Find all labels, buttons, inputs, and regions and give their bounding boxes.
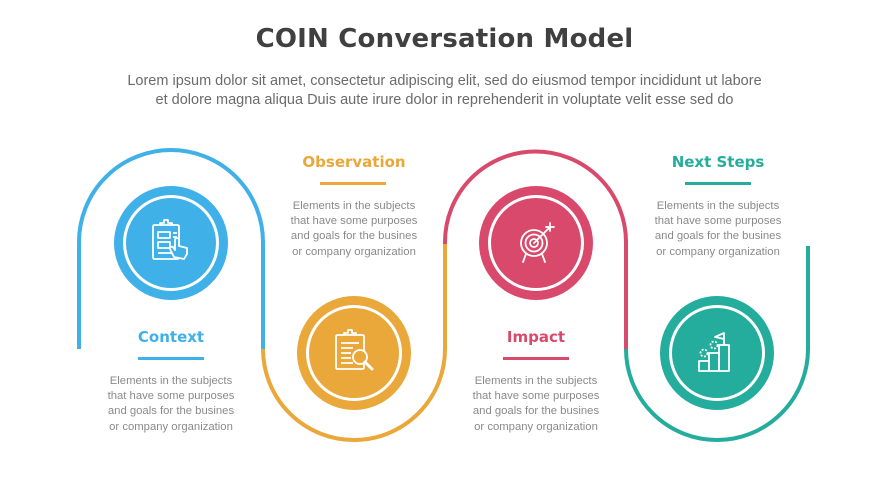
next-steps-description: Elements in the subjects that have some … — [654, 200, 782, 258]
impact-description: Elements in the subjects that have some … — [472, 375, 600, 433]
context-arch — [77, 148, 265, 349]
impact-title: Impact — [506, 328, 566, 346]
context-icon-circle — [114, 186, 228, 300]
impact-underline — [503, 357, 569, 360]
next-steps-underline — [685, 182, 751, 185]
page-title: COIN Conversation Model — [255, 24, 634, 54]
clipboard-magnifier-icon — [335, 329, 374, 371]
podium-flag-icon — [698, 332, 730, 372]
impact-icon-circle — [479, 186, 593, 300]
subtitle-line-2: et dolore magna aliqua Duis aute irure d… — [155, 92, 734, 108]
observation-underline — [320, 182, 386, 185]
page-subtitle: Lorem ipsum dolor sit amet, consectetur … — [20, 72, 869, 110]
impact-arch — [443, 149, 628, 349]
observation-description: Elements in the subjects that have some … — [290, 200, 418, 258]
context-title: Context — [137, 328, 205, 346]
next-steps-u — [624, 246, 810, 442]
context-description: Elements in the subjects that have some … — [107, 375, 235, 433]
subtitle-line-1: Lorem ipsum dolor sit amet, consectetur … — [127, 73, 762, 89]
observation-title: Observation — [302, 153, 406, 171]
observation-icon-circle — [297, 296, 411, 410]
target-arrow-icon — [520, 222, 555, 263]
observation-u — [261, 244, 447, 442]
next-steps-icon-circle — [660, 296, 774, 410]
next-steps-title: Next Steps — [671, 153, 765, 171]
context-underline — [138, 357, 204, 360]
clipboard-hand-pointer-icon — [152, 219, 188, 260]
